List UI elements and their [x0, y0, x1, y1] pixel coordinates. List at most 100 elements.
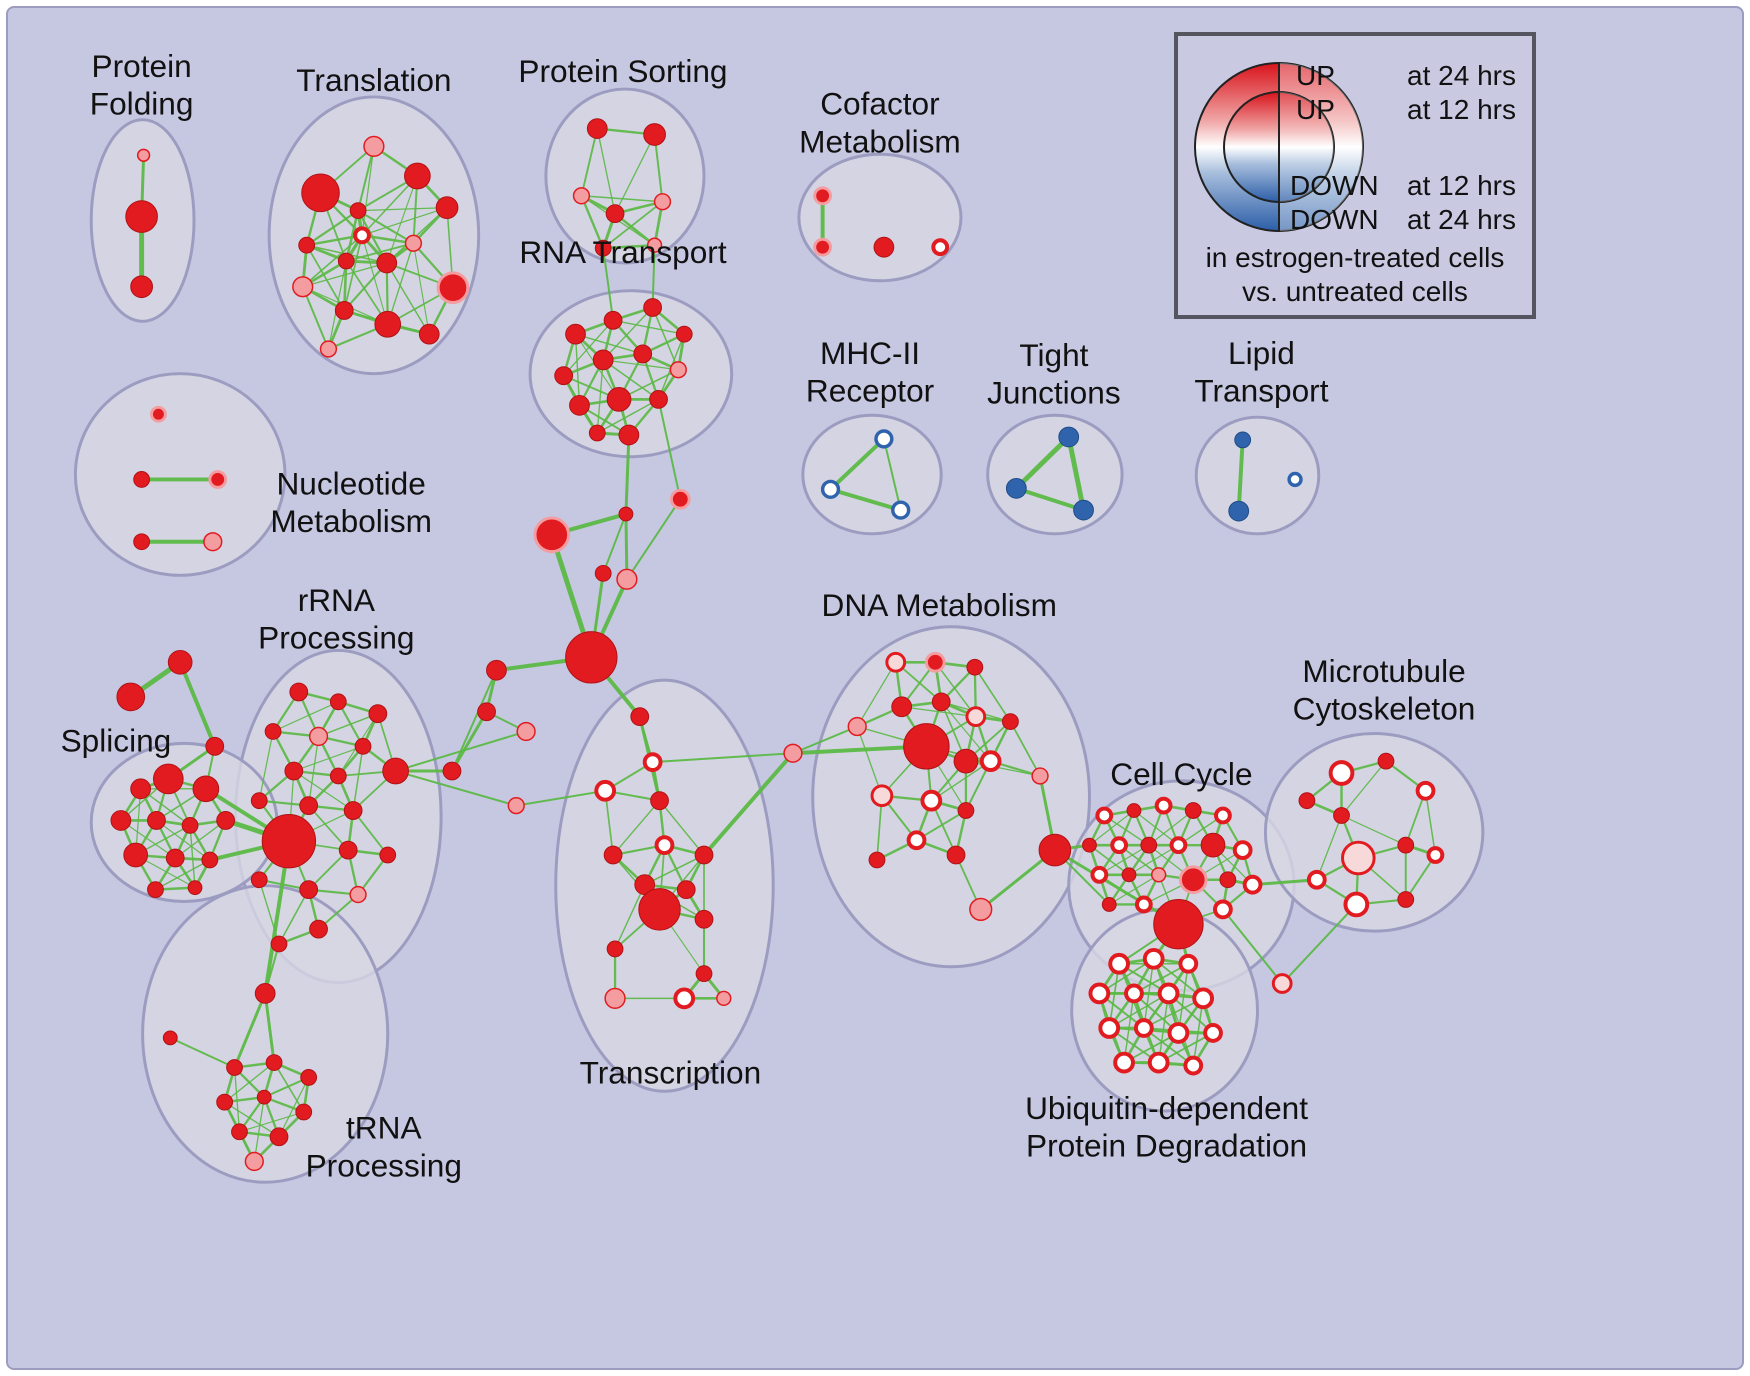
network-node [298, 236, 316, 254]
network-node [338, 840, 358, 860]
network-edge [308, 805, 349, 851]
network-edge [1222, 908, 1283, 985]
network-edge [344, 210, 360, 262]
cluster-label-lipid-transport: Transport [1194, 372, 1328, 408]
network-node [654, 835, 675, 856]
network-node [516, 721, 536, 742]
network-node [136, 148, 151, 162]
cluster-label-protein-sorting: Protein Sorting [518, 53, 727, 89]
network-edge [1177, 963, 1190, 1034]
network-node [147, 881, 164, 899]
network-edge [239, 1111, 304, 1133]
network-edge [1252, 878, 1317, 887]
network-node [110, 810, 132, 831]
network-node [203, 532, 223, 552]
network-node [418, 323, 440, 345]
network-edge [357, 209, 414, 245]
cluster-label-trna-processing: tRNA [346, 1110, 422, 1146]
network-node [592, 349, 614, 371]
network-edge [602, 201, 664, 249]
network-edge [450, 710, 488, 772]
network-edge [386, 262, 430, 335]
network-node [1005, 477, 1027, 499]
network-node [349, 202, 367, 220]
network-node [1178, 953, 1199, 974]
network-node [192, 775, 220, 803]
network-node [891, 500, 911, 520]
network-edge [580, 128, 599, 197]
legend-down-12hr-time: at 12 hrs [1407, 170, 1516, 201]
network-edge [614, 884, 646, 950]
network-node [965, 706, 987, 728]
network-node [903, 723, 950, 770]
network-node [1140, 836, 1158, 854]
network-node [477, 702, 496, 722]
network-node [147, 811, 166, 830]
network-node [868, 851, 886, 869]
cluster-label-translation: Translation [296, 62, 451, 98]
network-node [165, 848, 185, 868]
network-node [1090, 865, 1109, 884]
network-node [979, 750, 1002, 773]
network-node [1151, 867, 1167, 883]
network-edge [301, 286, 330, 350]
network-node [1213, 899, 1233, 920]
cluster-label-protein-folding: Protein [92, 48, 192, 84]
network-node [1167, 1022, 1190, 1044]
network-node [924, 651, 946, 673]
network-edge [224, 1062, 275, 1103]
network-edge [651, 245, 656, 308]
network-node [1415, 780, 1436, 801]
network-node [695, 965, 713, 983]
network-edge [856, 661, 897, 727]
network-edge [581, 195, 663, 203]
network-node [646, 237, 663, 253]
cluster-ellipse-cofactor-metabolism [797, 152, 963, 283]
network-node [295, 1103, 313, 1121]
network-node [606, 940, 624, 958]
cluster-label-ubiquitin-degradation: Protein Degradation [1026, 1127, 1307, 1163]
network-edge [1066, 436, 1086, 511]
network-node [216, 811, 236, 830]
network-node [1098, 1017, 1121, 1039]
network-edge [352, 746, 364, 811]
network-edge [395, 730, 527, 772]
network-edge [1236, 439, 1245, 512]
network-edge [580, 195, 605, 249]
network-node [292, 276, 314, 298]
cluster-ellipse-mhc-ii-receptor [801, 413, 943, 536]
network-node [847, 716, 867, 737]
cluster-ellipse-tight-junctions [986, 413, 1124, 536]
network-edge [1009, 721, 1041, 777]
network-edge [1089, 810, 1135, 846]
network-edge [612, 800, 661, 856]
cluster-label-tight-junctions: Tight [1019, 337, 1088, 373]
network-edge [155, 859, 211, 891]
network-node [649, 390, 668, 409]
network-node [1397, 836, 1415, 854]
network-node [594, 564, 612, 582]
network-edge [614, 134, 656, 214]
cluster-label-nucleotide-metabolism: Nucleotide [276, 465, 425, 501]
network-edge [302, 262, 387, 288]
network-edge [1424, 790, 1437, 856]
network-edge [308, 736, 320, 806]
network-node [226, 1059, 243, 1076]
network-node [870, 784, 894, 808]
network-node [953, 748, 979, 774]
network-edge [1316, 815, 1343, 880]
network-node [349, 885, 367, 904]
network-node [1073, 499, 1094, 521]
legend-up-24hr-label: UP [1296, 60, 1335, 91]
network-node [643, 298, 663, 317]
network-node [436, 271, 470, 305]
network-node [565, 323, 586, 345]
cluster-label-nucleotide-metabolism: Metabolism [270, 503, 432, 539]
network-node [783, 743, 803, 763]
network-node [675, 325, 693, 343]
network-node [152, 763, 184, 795]
network-node [116, 682, 146, 712]
network-node [1058, 426, 1080, 448]
network-edge [306, 209, 359, 247]
